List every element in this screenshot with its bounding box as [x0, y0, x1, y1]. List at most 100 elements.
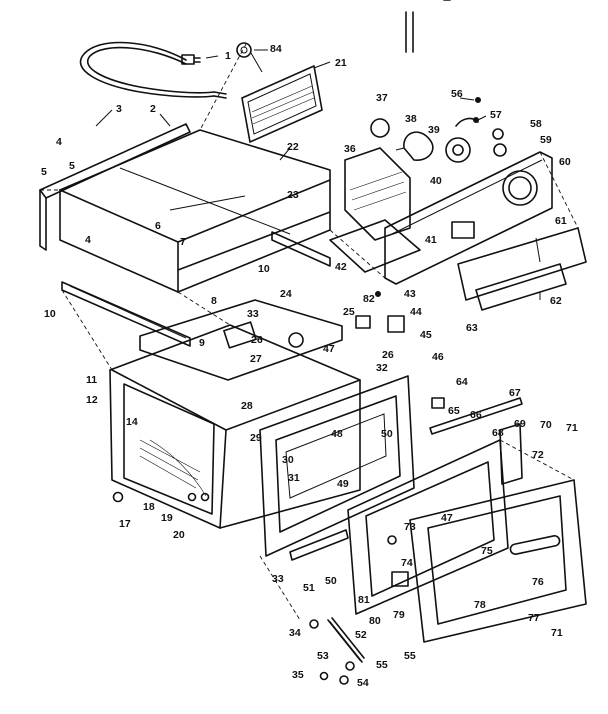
small-screws	[473, 97, 507, 157]
label-34: 34	[289, 627, 301, 639]
label-21: 21	[335, 57, 347, 69]
label-10: 10	[44, 308, 56, 320]
label-11: 11	[86, 374, 97, 386]
label-69: 69	[514, 418, 526, 430]
label-2: 2	[150, 103, 156, 115]
strain-relief	[236, 42, 263, 73]
hinge-spring	[309, 617, 365, 685]
label-24: 24	[280, 288, 292, 300]
label-39: 39	[428, 124, 440, 136]
label-62: 62	[550, 295, 562, 307]
base-plate	[139, 299, 343, 381]
label-47: 47	[441, 512, 453, 524]
label-4: 4	[85, 234, 91, 246]
label-60: 60	[559, 156, 571, 168]
oven-cavity	[109, 324, 361, 529]
label-22: 22	[287, 141, 299, 153]
label-65: 65	[448, 405, 460, 417]
label-38: 38	[405, 113, 417, 125]
door-front	[409, 479, 587, 643]
label-46: 46	[432, 351, 444, 363]
label-76: 76	[532, 576, 544, 588]
label-42: 42	[335, 261, 347, 273]
label-4: 4	[56, 136, 62, 148]
label-64: 64	[456, 376, 468, 388]
label-33: 33	[272, 573, 284, 585]
label-78: 78	[474, 599, 486, 611]
label-82: 82	[363, 293, 375, 305]
label-81: 81	[358, 594, 370, 606]
switch-parts	[355, 291, 405, 333]
label-45: 45	[420, 329, 432, 341]
label-77: 77	[528, 612, 540, 624]
label-14: 14	[126, 416, 138, 428]
light-shield	[344, 147, 411, 241]
part-labels: 1 84 21 3 2 4 5 5 6 4 7 22 23 10 10 37 3…	[41, 43, 578, 689]
label-31: 31	[288, 472, 300, 484]
label-7: 7	[180, 236, 186, 248]
label-73: 73	[404, 521, 416, 533]
label-26: 26	[251, 334, 263, 346]
label-41: 41	[425, 234, 437, 246]
label-75: 75	[481, 545, 493, 557]
label-66: 66	[470, 409, 482, 421]
label-40: 40	[430, 175, 442, 187]
door-frame	[259, 375, 415, 557]
label-74: 74	[401, 557, 413, 569]
label-59: 59	[540, 134, 552, 146]
registration-marks	[405, 0, 451, 53]
label-30: 30	[282, 454, 294, 466]
label-36: 36	[344, 143, 356, 155]
label-23: 23	[287, 189, 299, 201]
assembly-guides	[40, 43, 579, 621]
power-cord	[79, 41, 227, 99]
label-50: 50	[325, 575, 337, 587]
interlock-parts	[429, 397, 523, 435]
label-5: 5	[41, 166, 47, 178]
label-37: 37	[376, 92, 388, 104]
label-70: 70	[540, 419, 552, 431]
label-71: 71	[566, 422, 578, 434]
fan-motor	[445, 117, 479, 163]
label-50: 50	[381, 428, 393, 440]
window-panel	[241, 65, 323, 143]
label-67: 67	[509, 387, 521, 399]
label-9: 9	[199, 337, 205, 349]
label-25: 25	[343, 306, 355, 318]
label-72: 72	[532, 449, 544, 461]
label-53: 53	[317, 650, 329, 662]
left-rail	[61, 281, 191, 347]
leader-lines	[95, 49, 541, 300]
label-68: 68	[492, 427, 504, 439]
label-29: 29	[250, 432, 262, 444]
label-17: 17	[119, 518, 131, 530]
control-board	[329, 219, 475, 273]
label-49: 49	[337, 478, 349, 490]
right-rail	[271, 231, 331, 267]
label-79: 79	[393, 609, 405, 621]
label-84: 84	[270, 43, 282, 55]
label-55: 55	[376, 659, 388, 671]
label-61: 61	[555, 215, 567, 227]
label-3: 3	[116, 103, 122, 115]
label-27: 27	[250, 353, 262, 365]
label-26: 26	[382, 349, 394, 361]
lamp-assembly	[370, 118, 434, 161]
label-56: 56	[451, 88, 463, 100]
label-57: 57	[490, 109, 502, 121]
label-20: 20	[173, 529, 185, 541]
label-12: 12	[86, 394, 98, 406]
label-43: 43	[404, 288, 416, 300]
front-trim-strip	[39, 123, 191, 251]
label-55: 55	[404, 650, 416, 662]
label-1: 1	[225, 50, 231, 62]
label-80: 80	[369, 615, 381, 627]
label-47: 47	[323, 343, 335, 355]
outer-cabinet	[59, 129, 331, 293]
label-52: 52	[355, 629, 367, 641]
door-assembly	[347, 423, 523, 615]
label-35: 35	[292, 669, 304, 681]
label-48: 48	[331, 428, 343, 440]
